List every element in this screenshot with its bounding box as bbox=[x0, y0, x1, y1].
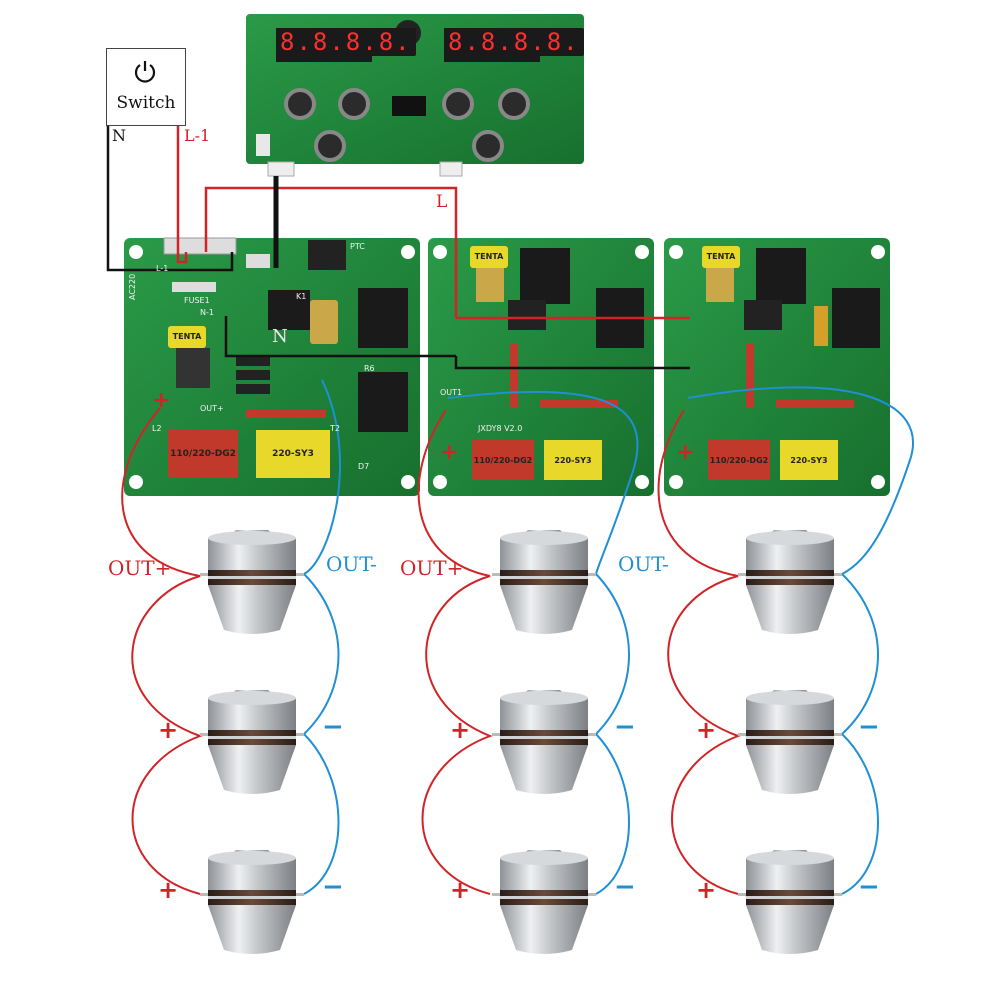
minus-sign-1-2: − bbox=[322, 712, 344, 742]
main-board bbox=[124, 237, 420, 496]
out-minus-label-1: OUT- bbox=[326, 552, 377, 576]
transducer-3-2 bbox=[738, 690, 842, 794]
wire-label-n-board: N bbox=[272, 326, 288, 347]
pcb-mark-l1: L-1 bbox=[156, 264, 169, 273]
plus-sign-board2: + bbox=[440, 440, 459, 465]
transducer-2-3 bbox=[492, 850, 596, 954]
board2-chip1: 110/220-DG2 bbox=[473, 456, 533, 465]
power-icon bbox=[134, 61, 156, 83]
pcb-mark-ac220: AC220 bbox=[128, 273, 137, 300]
minus-sign-3-3: − bbox=[858, 872, 880, 902]
transducer-col-1 bbox=[200, 530, 304, 954]
out-minus-label-2: OUT- bbox=[618, 552, 669, 576]
display-right: 8.8.8.8. bbox=[444, 28, 584, 56]
plus-sign-1-3: + bbox=[158, 876, 179, 904]
out-plus-label-1: OUT+ bbox=[108, 556, 172, 580]
plus-sign-3-2: + bbox=[696, 716, 717, 744]
transducer-2-1 bbox=[492, 530, 596, 634]
board1-brand: TENTA bbox=[168, 326, 206, 348]
transducer-col-2 bbox=[492, 530, 596, 954]
minus-sign-1-3: − bbox=[322, 872, 344, 902]
pcb-mark-k1: K1 bbox=[296, 292, 307, 301]
switch-label: Switch bbox=[116, 93, 176, 113]
plus-sign-3-3: + bbox=[696, 876, 717, 904]
display-left: 8.8.8.8. bbox=[276, 28, 416, 56]
minus-sign-2-3: − bbox=[614, 872, 636, 902]
board1-chip1: 110/220-DG2 bbox=[170, 449, 236, 459]
plus-sign-1-2: + bbox=[158, 716, 179, 744]
minus-sign-3-2: − bbox=[858, 712, 880, 742]
out-plus-label-2: OUT+ bbox=[400, 556, 464, 580]
transducer-2-2 bbox=[492, 690, 596, 794]
minus-sign-2-2: − bbox=[614, 712, 636, 742]
transducer-col-3 bbox=[738, 530, 842, 954]
plus-sign-board3: + bbox=[676, 440, 695, 465]
transducer-1-2 bbox=[200, 690, 304, 794]
slave-board-2 bbox=[664, 238, 890, 496]
power-wires bbox=[106, 124, 690, 370]
pcb-mark-r6: R6 bbox=[364, 364, 375, 373]
pcb-mark-n1: N-1 bbox=[200, 308, 214, 317]
pcb-mark-t2: T2 bbox=[330, 424, 340, 433]
pcb-mark-out: OUT+ bbox=[200, 404, 224, 413]
transducer-3-3 bbox=[738, 850, 842, 954]
power-switch[interactable]: Switch bbox=[106, 48, 186, 126]
pcb-mark-fuse: FUSE1 bbox=[184, 296, 210, 305]
board3-chip2: 220-SY3 bbox=[790, 456, 828, 465]
pcb-mark-model: JXDY8 V2.0 bbox=[478, 424, 523, 433]
board2-brand: TENTA bbox=[470, 246, 508, 268]
wire-label-l: L bbox=[436, 192, 448, 212]
pcb-mark-ptc: PTC bbox=[350, 242, 365, 251]
pcb-mark-d7: D7 bbox=[358, 462, 370, 471]
board3-chip1: 110/220-DG2 bbox=[709, 456, 769, 465]
board2-chip2: 220-SY3 bbox=[554, 456, 592, 465]
board3-brand: TENTA bbox=[702, 246, 740, 268]
pcb-mark-l2: L2 bbox=[152, 424, 162, 433]
output-wires bbox=[121, 379, 914, 895]
pcb-mark-out1: OUT1 bbox=[440, 388, 463, 397]
plus-sign-2-3: + bbox=[450, 876, 471, 904]
transducer-1-1 bbox=[200, 530, 304, 634]
wire-label-l1: L-1 bbox=[184, 126, 211, 145]
plus-sign-board1: + bbox=[152, 388, 171, 413]
wire-label-n: N bbox=[112, 126, 126, 145]
plus-sign-2-2: + bbox=[450, 716, 471, 744]
transducer-1-3 bbox=[200, 850, 304, 954]
board1-chip2: 220-SY3 bbox=[272, 449, 314, 459]
transducer-3-1 bbox=[738, 530, 842, 634]
